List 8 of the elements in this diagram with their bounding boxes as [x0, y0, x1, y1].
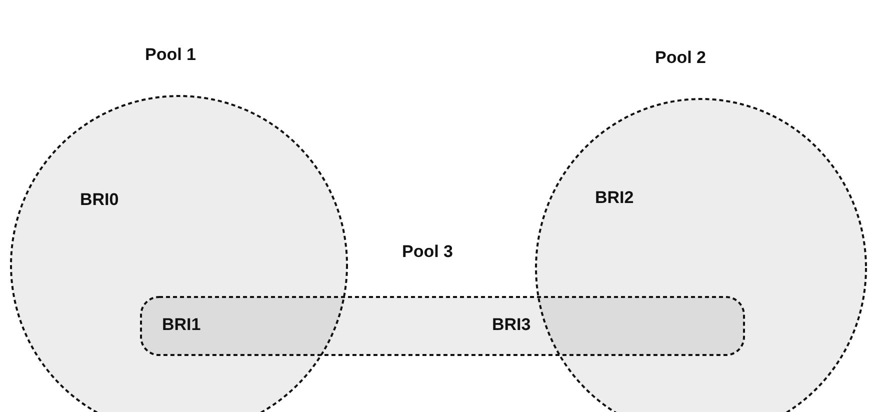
pool-label: Pool 2 [655, 48, 706, 68]
pool-label: Pool 1 [145, 45, 196, 65]
bri-label: BRI2 [595, 188, 634, 208]
bri-label: BRI3 [492, 315, 531, 335]
pool-label: Pool 3 [402, 242, 454, 262]
dashed-rounded-rectangle [140, 296, 745, 356]
bri-label: BRI1 [162, 315, 201, 335]
bri-label: BRI0 [80, 190, 119, 210]
